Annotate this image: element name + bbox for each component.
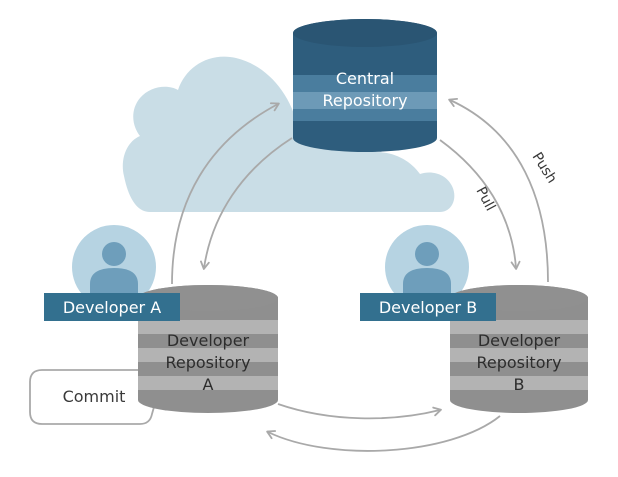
arrow-dev-b-to-dev-a	[266, 415, 501, 452]
developer-a-label: Developer A	[44, 293, 180, 321]
pull-label: Pull	[472, 184, 498, 213]
developer-repository-a-line3: A	[203, 375, 214, 394]
arrow-dev-a-to-central	[171, 102, 280, 285]
commit-label: Commit	[63, 387, 126, 406]
developer-a-name: Developer A	[63, 298, 161, 317]
developer-b-label: Developer B	[360, 293, 496, 321]
developer-repository-a: Developer Repository A	[138, 285, 278, 413]
developer-b-avatar	[385, 225, 469, 309]
arrow-central-to-dev-b	[439, 139, 521, 270]
developer-repository-a-line2: Repository	[165, 353, 250, 372]
cloud-icon	[122, 56, 455, 212]
arrows	[29, 97, 549, 452]
central-repository: Central Repository	[293, 19, 437, 152]
developer-a-avatar	[72, 225, 156, 309]
developer-repository-b-line2: Repository	[476, 353, 561, 372]
push-label: Push	[529, 150, 560, 187]
arrow-dev-b-to-central	[448, 97, 549, 283]
arrow-commit-loop	[29, 369, 160, 425]
arrow-dev-a-to-dev-b	[277, 403, 442, 420]
person-icon	[90, 242, 138, 296]
developer-repository-b-line1: Developer	[478, 331, 561, 350]
developer-b-name: Developer B	[379, 298, 477, 317]
central-repository-label-line1: Central	[336, 69, 394, 88]
person-icon	[403, 242, 451, 296]
developer-repository-a-line1: Developer	[167, 331, 250, 350]
arrow-central-to-dev-a	[200, 137, 293, 270]
developer-repository-b-line3: B	[514, 375, 525, 394]
central-repository-label-line2: Repository	[322, 91, 407, 110]
